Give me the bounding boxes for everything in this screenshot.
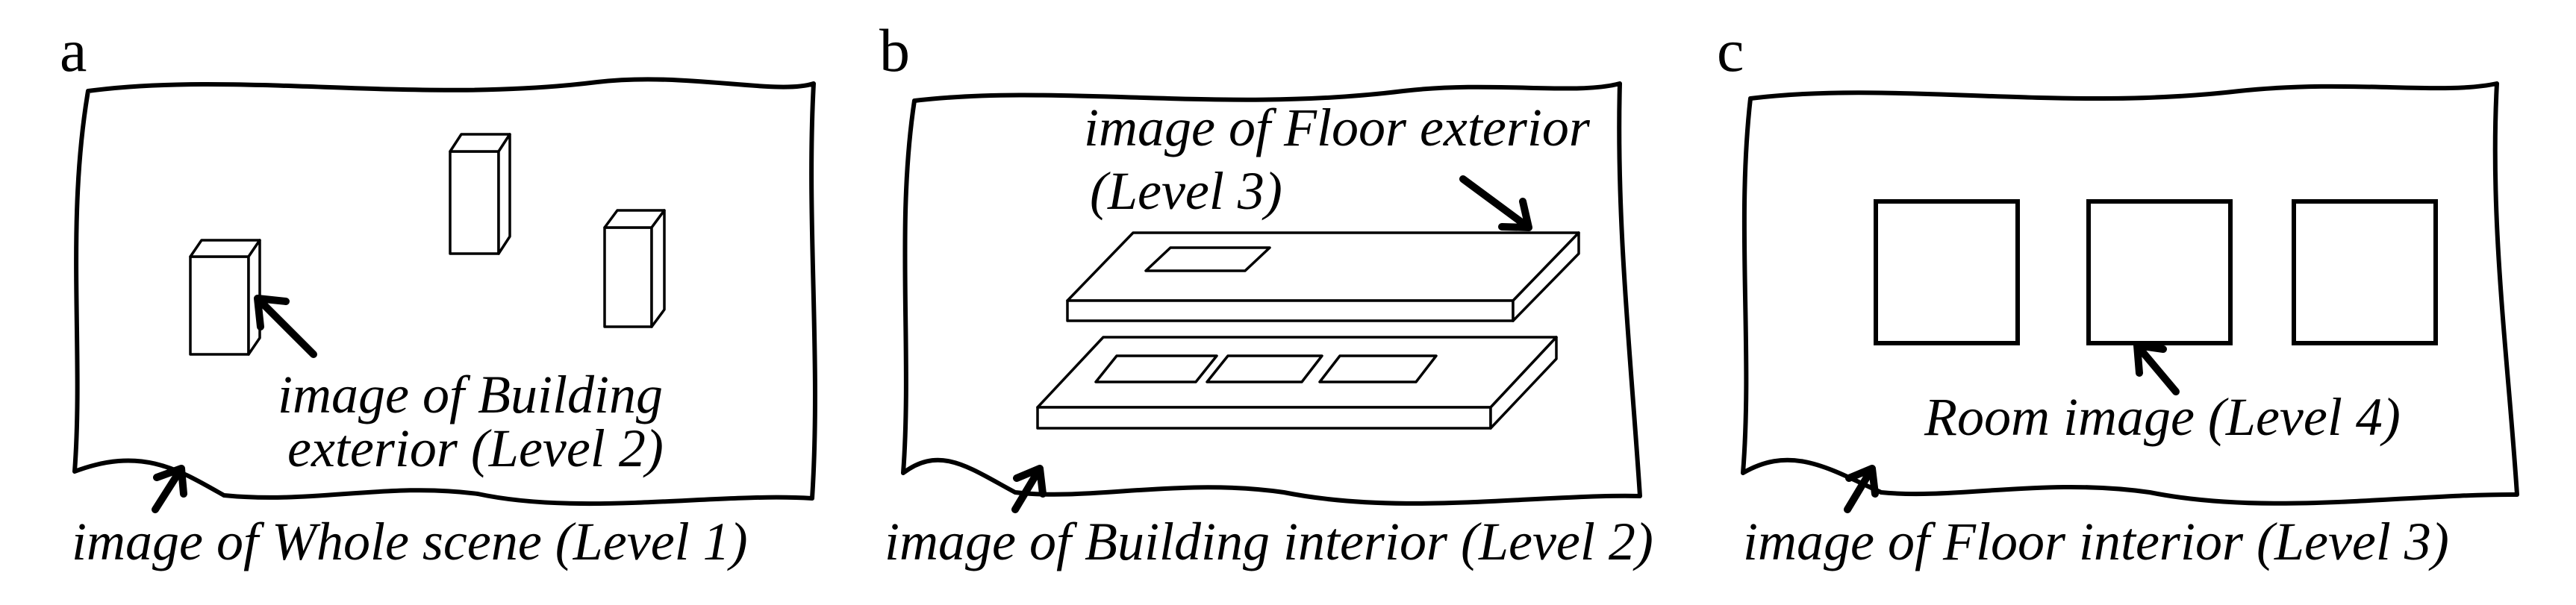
building-box-left bbox=[189, 239, 261, 356]
arrow-whole-scene bbox=[152, 465, 187, 513]
arrow-floor-interior bbox=[1844, 465, 1879, 513]
panel-b: b image of Floor exterior (Level 3) imag… bbox=[879, 16, 1653, 571]
building-box-right bbox=[603, 209, 666, 328]
caption-whole-scene: image of Whole scene (Level 1) bbox=[72, 512, 748, 571]
caption-building-interior: image of Building interior (Level 2) bbox=[885, 512, 1653, 571]
caption-floor-interior: image of Floor interior (Level 3) bbox=[1743, 512, 2449, 571]
label-floor-exterior-line2: (Level 3) bbox=[1090, 161, 1282, 221]
label-floor-exterior-line1: image of Floor exterior bbox=[1084, 98, 1591, 157]
building-box-middle bbox=[449, 133, 511, 255]
panel-b-letter: b bbox=[879, 16, 910, 84]
label-room-image: Room image (Level 4) bbox=[1924, 387, 2401, 447]
panel-a: a image of Building exterior (Level 2) i… bbox=[60, 16, 817, 571]
arrow-building-interior bbox=[1011, 465, 1047, 513]
panel-c: c Room image (Level 4) image of Floor in… bbox=[1717, 16, 2519, 571]
arrow-floor-exterior bbox=[1459, 175, 1532, 231]
panel-c-sheet bbox=[1741, 81, 2519, 506]
room-box-right bbox=[2292, 199, 2438, 345]
room-box-left bbox=[1874, 199, 2020, 345]
floor-slab-lower bbox=[1036, 336, 1558, 430]
arrow-building-exterior bbox=[254, 295, 317, 358]
arrow-room bbox=[2133, 342, 2180, 395]
panel-a-sheet bbox=[72, 77, 817, 507]
panel-c-letter: c bbox=[1717, 16, 1744, 84]
room-box-middle bbox=[2086, 199, 2233, 345]
label-building-exterior-line2: exterior (Level 2) bbox=[287, 419, 664, 478]
panel-b-sheet bbox=[901, 81, 1642, 506]
label-building-exterior-line1: image of Building bbox=[278, 365, 663, 424]
panel-a-letter: a bbox=[60, 16, 87, 84]
floor-slab-upper bbox=[1066, 231, 1580, 322]
